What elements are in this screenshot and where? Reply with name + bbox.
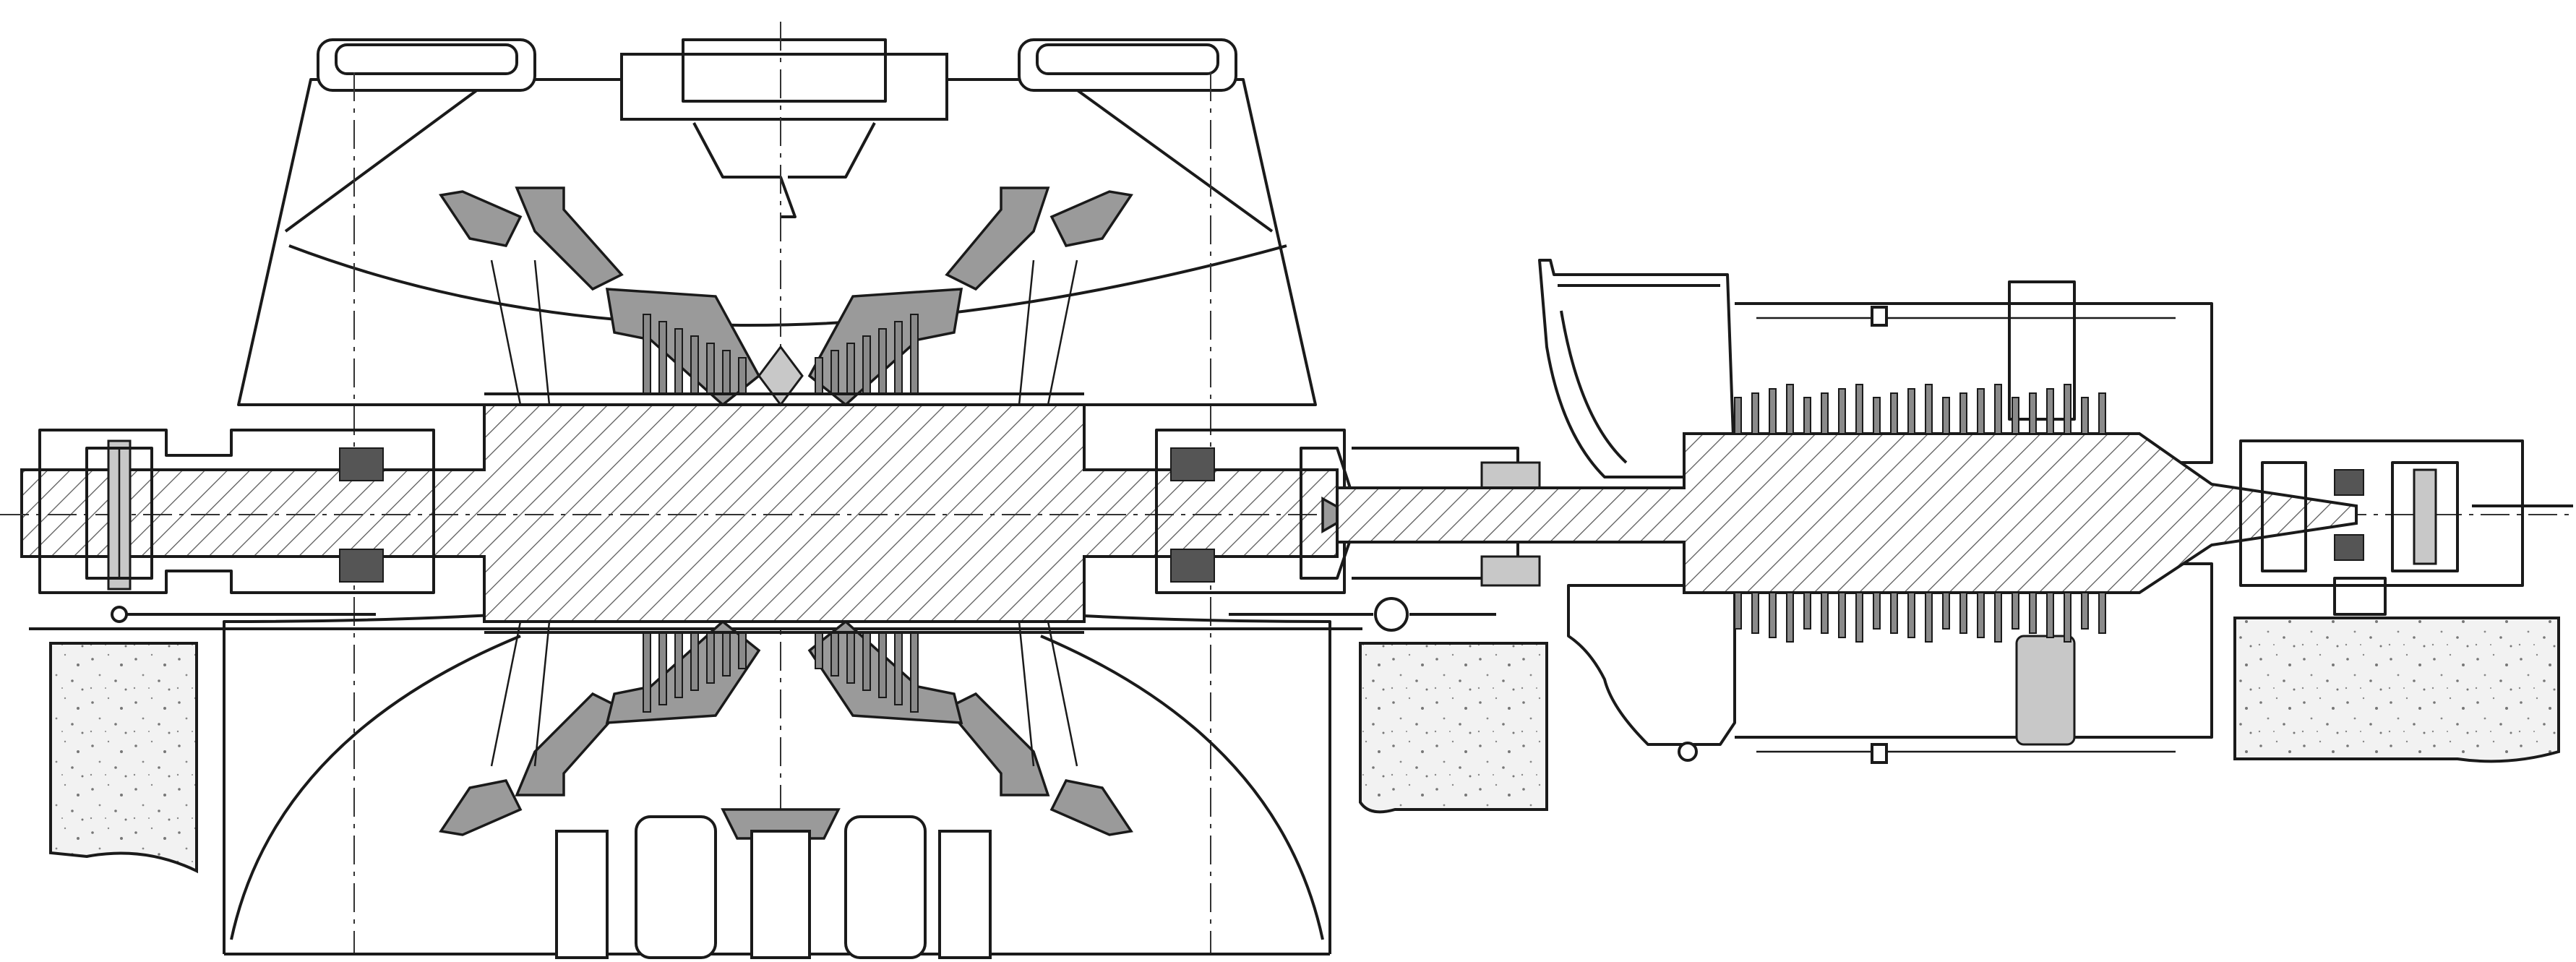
hp-ip-turbine xyxy=(1336,259,2358,764)
hp-blade xyxy=(1838,592,1846,638)
hp-blade xyxy=(1942,592,1950,630)
hp-blade xyxy=(2046,388,2054,434)
hp-blade xyxy=(1803,592,1811,630)
lp-blading-lower xyxy=(439,619,1133,840)
lp-blade xyxy=(830,350,839,395)
hp-blade xyxy=(1890,592,1898,634)
lp-blade xyxy=(690,335,699,395)
hp-blade xyxy=(2098,592,2106,634)
lp-blade xyxy=(815,632,823,669)
hp-blade xyxy=(2029,392,2037,434)
lp-blade xyxy=(722,632,731,677)
lp-blade xyxy=(830,632,839,677)
hp-blade xyxy=(1994,384,2002,434)
hp-blade xyxy=(2012,592,2019,630)
mid-bearing-pedestal xyxy=(1155,429,1541,632)
lp-blade xyxy=(815,357,823,395)
lp-blade xyxy=(658,632,667,705)
hp-blade xyxy=(1821,592,1829,634)
hp-blading-upper xyxy=(1734,384,2106,434)
hp-blade xyxy=(1873,397,1881,434)
hp-blade xyxy=(1803,397,1811,434)
foundation xyxy=(29,617,2560,874)
hp-blade xyxy=(1959,392,1967,434)
lp-blade xyxy=(878,328,887,395)
hp-blade xyxy=(1942,397,1950,434)
lp-blade xyxy=(690,632,699,691)
hp-blade xyxy=(1855,384,1863,434)
lp-blade xyxy=(706,343,715,395)
hp-blade xyxy=(2081,592,2089,630)
lp-blade xyxy=(674,632,683,698)
foundation-block-right xyxy=(2233,617,2560,763)
lp-lower-supports xyxy=(555,815,992,959)
front-bearing-pedestal xyxy=(2239,439,2573,616)
rear-bearing-housing xyxy=(38,429,435,623)
hp-blade xyxy=(1786,384,1794,434)
lp-blade xyxy=(894,632,903,705)
hp-blade xyxy=(2046,592,2054,638)
foundation-block-left xyxy=(49,642,198,874)
hp-blade xyxy=(1890,392,1898,434)
lp-exhaust-hood xyxy=(223,22,1331,955)
hp-blade xyxy=(1959,592,1967,634)
lp-blade xyxy=(658,321,667,395)
hp-blade xyxy=(1994,592,2002,643)
lp-blade xyxy=(643,314,651,395)
foundation-block-center xyxy=(1359,642,1548,814)
hp-blade xyxy=(2012,397,2019,434)
lp-blade xyxy=(910,632,919,713)
lp-blade xyxy=(846,632,855,684)
lp-blading-upper xyxy=(439,186,1133,407)
lp-blade xyxy=(674,328,683,395)
lp-blade xyxy=(722,350,731,395)
hp-blade xyxy=(1977,388,1985,434)
hp-blade xyxy=(1925,384,1933,434)
hp-blade xyxy=(2081,397,2089,434)
hp-blade xyxy=(1925,592,1933,643)
hp-blade xyxy=(2064,384,2071,434)
hp-blade xyxy=(1734,592,1742,630)
lp-blade xyxy=(738,632,747,669)
lp-blade xyxy=(862,335,871,395)
lp-diaphragm-supports xyxy=(484,259,1084,767)
hp-blade xyxy=(2098,392,2106,434)
hp-blade xyxy=(1907,388,1915,434)
hp-blade xyxy=(1907,592,1915,638)
hp-blade xyxy=(1838,388,1846,434)
lp-blade xyxy=(706,632,715,684)
hp-blade xyxy=(2029,592,2037,634)
lp-blade xyxy=(643,632,651,713)
lp-blade xyxy=(846,343,855,395)
lp-blade xyxy=(894,321,903,395)
hp-blade xyxy=(1873,592,1881,630)
lp-blade xyxy=(862,632,871,691)
hp-blade xyxy=(2064,592,2071,643)
hp-blade xyxy=(1821,392,1829,434)
hp-blade xyxy=(1855,592,1863,643)
hp-blade xyxy=(1786,592,1794,643)
hp-blade xyxy=(1769,388,1777,434)
hp-blade xyxy=(1734,397,1742,434)
hp-blading-lower xyxy=(1734,592,2106,643)
lp-blade xyxy=(910,314,919,395)
hp-blade xyxy=(1751,392,1759,434)
hp-blade xyxy=(1751,592,1759,634)
hp-blade xyxy=(1977,592,1985,638)
lp-blade xyxy=(878,632,887,698)
lp-blade xyxy=(738,357,747,395)
hp-blade xyxy=(1769,592,1777,638)
